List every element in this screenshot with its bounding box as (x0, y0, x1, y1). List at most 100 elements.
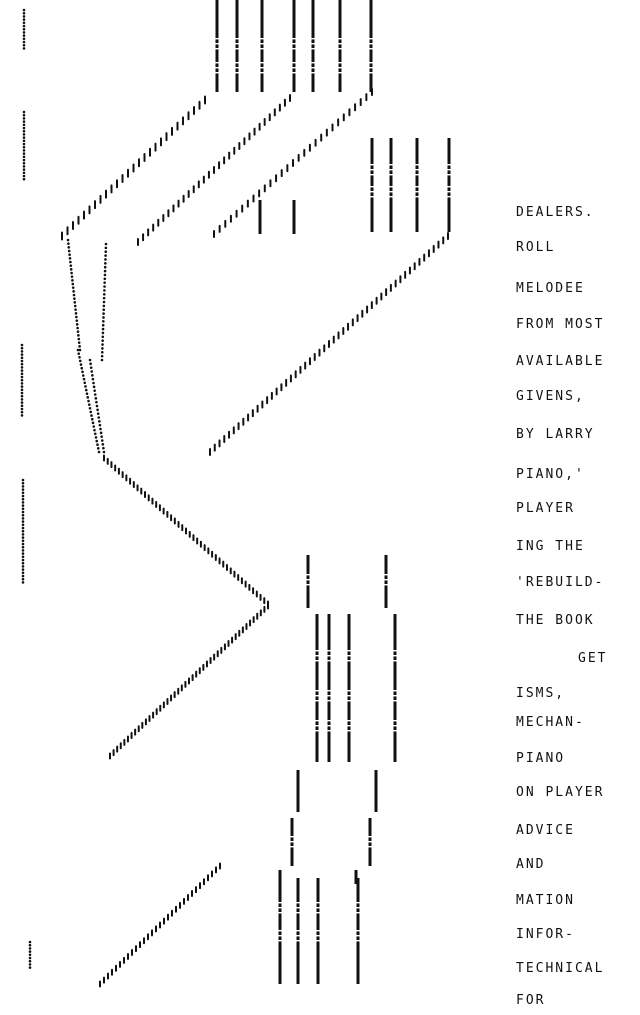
dot (91, 374, 94, 377)
dot (22, 110, 26, 114)
perforated-bar (235, 0, 239, 92)
dot (28, 953, 32, 957)
dot (76, 330, 80, 333)
dot (72, 293, 76, 297)
perforation (447, 164, 451, 166)
text-line-21: INFOR- (516, 927, 575, 942)
dot (90, 370, 94, 373)
dot (71, 286, 75, 289)
dot (28, 959, 32, 963)
dot (69, 268, 73, 271)
perforation (260, 43, 264, 45)
perforated-bar (393, 614, 397, 762)
dot (75, 315, 78, 319)
dot (103, 281, 106, 284)
perforation (347, 730, 351, 732)
lower-bar (296, 770, 300, 812)
dot (22, 123, 26, 127)
dotted-column (21, 478, 25, 584)
perforation (369, 43, 373, 45)
dot (103, 269, 107, 273)
perforation (316, 930, 320, 932)
dot (91, 421, 95, 425)
long-diagonal-dash-line (209, 232, 449, 456)
dot (22, 15, 26, 18)
text-line-15: MECHAN- (516, 715, 585, 730)
dot (20, 353, 24, 356)
dot (22, 113, 26, 117)
perforation (327, 655, 331, 657)
dot (77, 352, 81, 355)
perforation (347, 700, 351, 702)
perforated-bar (370, 138, 374, 232)
dot (67, 246, 71, 249)
perforation (296, 902, 300, 904)
dot (22, 142, 26, 146)
dot (102, 308, 106, 312)
dot (20, 394, 24, 398)
text-line-2: ROLL (516, 240, 556, 255)
perforation (384, 579, 388, 581)
dot (87, 399, 90, 403)
perforation (296, 940, 300, 942)
perforation (311, 62, 315, 64)
perforation (393, 650, 397, 652)
perforation (311, 72, 315, 74)
dot (89, 410, 93, 414)
perforation (393, 695, 397, 697)
dot (22, 152, 26, 155)
dotted-column (22, 110, 26, 181)
perforation (215, 72, 219, 74)
text-line-8: PIANO,' (516, 467, 585, 482)
bottom-diagonal-dash-line (99, 862, 221, 988)
dot (101, 443, 105, 446)
text-line-14: ISMS, (516, 686, 566, 701)
dot (69, 260, 72, 264)
dot (21, 577, 25, 581)
dot (70, 275, 74, 278)
dot (67, 242, 70, 245)
text-line-13: GET (578, 651, 608, 666)
dot (90, 417, 94, 421)
funnel-dots-right (100, 242, 108, 362)
perforation (368, 846, 372, 848)
dot (22, 139, 26, 143)
perforation (316, 940, 320, 942)
dot (96, 447, 100, 450)
dot (22, 11, 26, 15)
dot (20, 414, 24, 417)
perforation (215, 38, 219, 40)
perforation (369, 62, 373, 64)
dot (95, 400, 98, 404)
dot (21, 558, 25, 562)
perforation (311, 48, 315, 50)
dot (21, 507, 25, 511)
dot (93, 393, 97, 396)
dot (94, 397, 98, 400)
text-line-3: MELODEE (516, 281, 585, 296)
dot (89, 362, 92, 366)
dot (20, 369, 24, 372)
perforation (368, 841, 372, 843)
short-bar (258, 200, 262, 234)
perforation (356, 930, 360, 932)
perforation (369, 38, 373, 40)
perforation (316, 902, 320, 904)
text-line-9: PLAYER (516, 501, 575, 516)
perforated-bar (327, 614, 331, 762)
dot (22, 34, 26, 37)
zigzag-up (109, 602, 269, 760)
perforation (389, 164, 393, 166)
dot (21, 501, 25, 504)
perforated-bar (384, 555, 388, 608)
dot (21, 529, 25, 533)
perforation (215, 62, 219, 64)
dot (22, 126, 26, 130)
perforation (415, 169, 419, 171)
dot (21, 510, 25, 514)
perforation (327, 730, 331, 732)
perforation (315, 720, 319, 722)
perforation (369, 72, 373, 74)
dot (21, 513, 25, 517)
